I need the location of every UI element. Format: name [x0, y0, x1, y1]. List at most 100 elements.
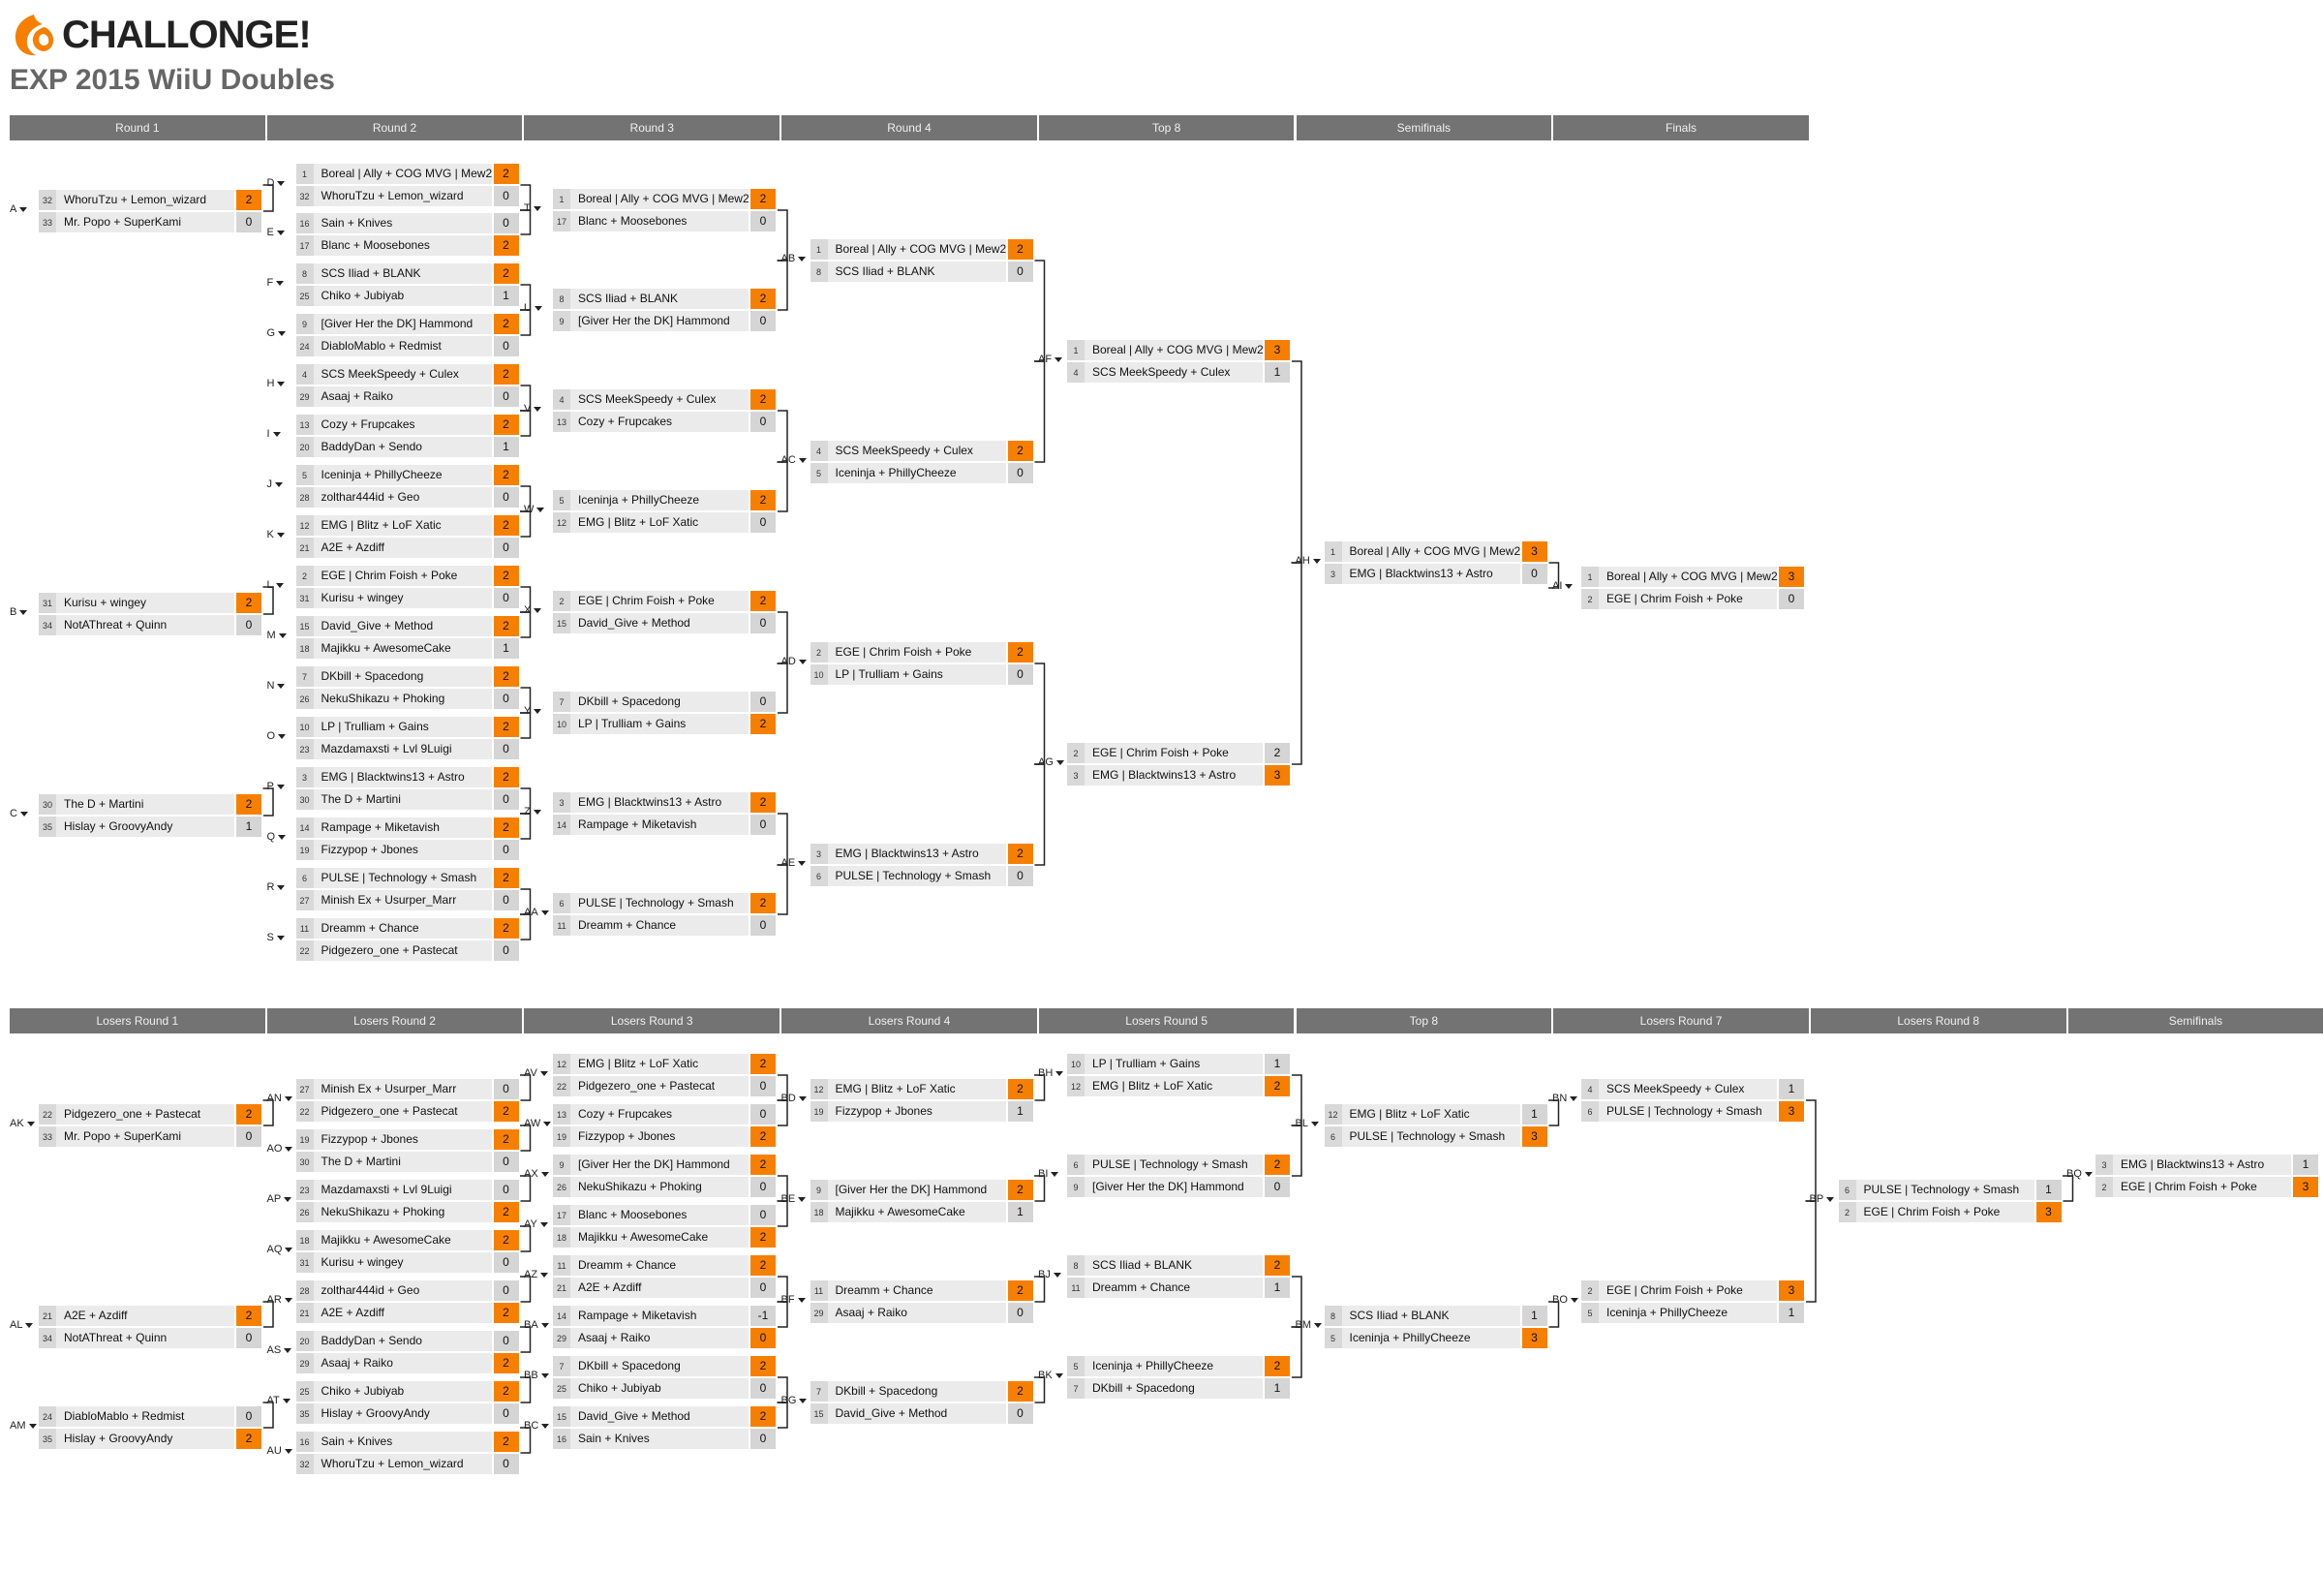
- participant-name[interactable]: The D + Martini: [313, 789, 492, 810]
- participant-name[interactable]: Iceninja + PhillyCheeze: [1599, 1303, 1777, 1323]
- dropdown-caret-icon[interactable]: [1312, 558, 1321, 564]
- participant-name[interactable]: SCS Iliad + BLANK: [570, 289, 749, 309]
- participant-name[interactable]: Iceninja + PhillyCheeze: [313, 465, 492, 485]
- participant-name[interactable]: EMG | Blacktwins13 + Astro: [1341, 564, 1520, 584]
- participant-name[interactable]: David_Give + Method: [827, 1403, 1006, 1424]
- match-identifier[interactable]: AY: [524, 1218, 548, 1231]
- participant-name[interactable]: Pidgezero_one + Pastecat: [313, 1101, 492, 1122]
- participant-name[interactable]: EGE | Chrim Foish + Poke: [2113, 1177, 2291, 1197]
- dropdown-caret-icon[interactable]: [536, 507, 545, 512]
- match-identifier[interactable]: Q: [267, 830, 287, 844]
- match-identifier[interactable]: BH: [1038, 1066, 1064, 1080]
- participant-name[interactable]: Chiko + Jubiyab: [570, 1378, 749, 1399]
- participant-name[interactable]: Dreamm + Chance: [827, 1280, 1006, 1301]
- participant-name[interactable]: PULSE | Technology + Smash: [570, 893, 749, 913]
- dropdown-caret-icon[interactable]: [277, 683, 286, 689]
- participant-name[interactable]: A2E + Azdiff: [313, 1303, 492, 1323]
- participant-name[interactable]: Chiko + Jubiyab: [313, 1381, 492, 1402]
- match-identifier[interactable]: W: [524, 503, 545, 516]
- match-identifier[interactable]: AL: [10, 1318, 34, 1332]
- participant-name[interactable]: SCS MeekSpeedy + Culex: [313, 364, 492, 385]
- match-identifier[interactable]: AN: [267, 1092, 292, 1105]
- dropdown-caret-icon[interactable]: [797, 1297, 806, 1303]
- dropdown-caret-icon[interactable]: [1570, 1297, 1578, 1303]
- participant-name[interactable]: [Giver Her the DK] Hammond: [570, 1155, 749, 1175]
- participant-name[interactable]: Boreal | Ally + COG MVG | Mew2King: [827, 239, 1006, 260]
- dropdown-caret-icon[interactable]: [275, 481, 283, 487]
- participant-name[interactable]: Chiko + Jubiyab: [313, 286, 492, 306]
- match-identifier[interactable]: AE: [781, 856, 807, 870]
- participant-name[interactable]: Rampage + Miketavish: [570, 1306, 749, 1326]
- participant-name[interactable]: Blanc + Moosebones: [313, 235, 492, 256]
- participant-name[interactable]: EMG | Blitz + LoF Xatic: [1085, 1076, 1263, 1096]
- dropdown-caret-icon[interactable]: [1055, 1372, 1063, 1378]
- participant-name[interactable]: EMG | Blitz + LoF Xatic: [1341, 1104, 1520, 1125]
- match-identifier[interactable]: AF: [1038, 353, 1063, 366]
- winners-round-header[interactable]: Finals: [1553, 115, 1811, 140]
- participant-name[interactable]: Majikku + AwesomeCake: [827, 1202, 1006, 1222]
- dropdown-caret-icon[interactable]: [1565, 583, 1574, 589]
- participant-name[interactable]: PULSE | Technology + Smash: [1085, 1155, 1263, 1175]
- participant-name[interactable]: Cozy + Frupcakes: [570, 412, 749, 432]
- match-identifier[interactable]: T: [524, 201, 541, 215]
- participant-name[interactable]: BaddyDan + Sendo: [313, 437, 492, 457]
- dropdown-caret-icon[interactable]: [539, 1221, 548, 1227]
- participant-name[interactable]: Iceninja + PhillyCheeze: [1341, 1328, 1520, 1348]
- participant-name[interactable]: EGE | Chrim Foish + Poke: [1599, 1280, 1777, 1301]
- match-identifier[interactable]: AH: [1296, 554, 1321, 568]
- dropdown-caret-icon[interactable]: [541, 1423, 550, 1429]
- participant-name[interactable]: David_Give + Method: [313, 616, 492, 636]
- participant-name[interactable]: DKbill + Spacedong: [570, 692, 749, 712]
- participant-name[interactable]: Dreamm + Chance: [1085, 1278, 1263, 1298]
- participant-name[interactable]: EGE | Chrim Foish + Poke: [1855, 1202, 2034, 1222]
- dropdown-caret-icon[interactable]: [285, 1247, 293, 1252]
- winners-round-header[interactable]: Top 8: [1038, 115, 1297, 140]
- dropdown-caret-icon[interactable]: [540, 1372, 549, 1378]
- match-identifier[interactable]: D: [267, 176, 286, 190]
- dropdown-caret-icon[interactable]: [19, 609, 28, 615]
- participant-name[interactable]: Dreamm + Chance: [570, 1255, 749, 1276]
- losers-round-header[interactable]: Losers Round 7: [1553, 1008, 1811, 1033]
- participant-name[interactable]: Rampage + Miketavish: [313, 817, 492, 838]
- match-identifier[interactable]: BE: [781, 1192, 807, 1206]
- dropdown-caret-icon[interactable]: [19, 811, 28, 817]
- match-identifier[interactable]: F: [267, 276, 285, 290]
- match-identifier[interactable]: M: [267, 629, 287, 642]
- dropdown-caret-icon[interactable]: [276, 935, 285, 940]
- participant-name[interactable]: Hislay + GroovyAndy: [56, 1429, 234, 1449]
- losers-round-header[interactable]: Losers Round 5: [1038, 1008, 1297, 1033]
- match-identifier[interactable]: S: [267, 931, 285, 944]
- match-identifier[interactable]: AI: [1552, 579, 1574, 593]
